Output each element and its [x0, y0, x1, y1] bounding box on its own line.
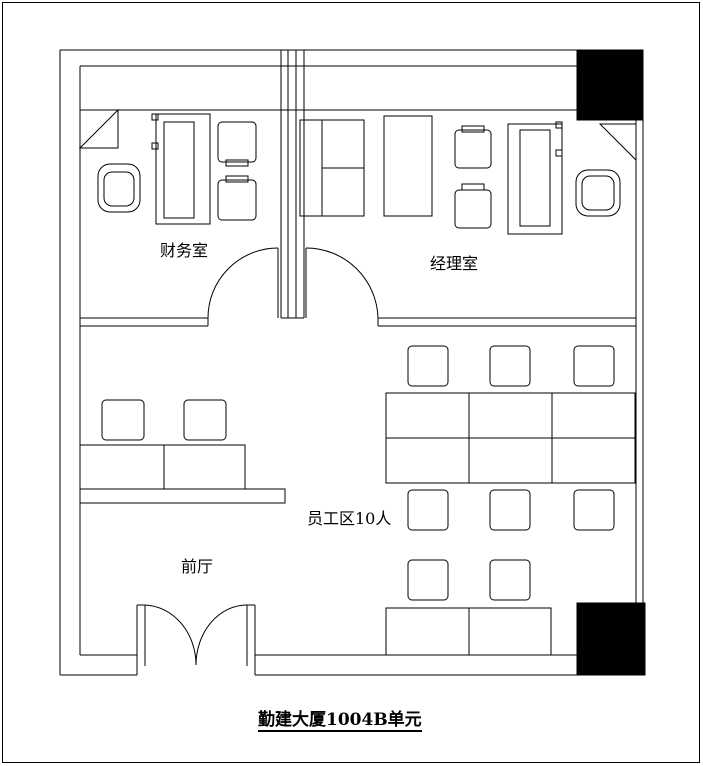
exterior-walls [59, 49, 644, 676]
staff-desks [385, 345, 636, 656]
partition-walls [80, 50, 636, 327]
drawing-title: 勤建大厦1004B单元 [258, 710, 422, 732]
manager-furniture [299, 115, 637, 235]
column-top-right [576, 49, 644, 121]
finance-furniture [78, 108, 257, 225]
column-bottom-right [576, 602, 646, 676]
lobby-workstation [79, 399, 286, 504]
room-label-manager: 经理室 [430, 254, 479, 273]
room-label-lobby: 前厅 [181, 557, 214, 576]
room-label-staff: 员工区10人 [307, 509, 392, 528]
room-label-finance: 财务室 [160, 241, 209, 260]
door-swings [137, 247, 379, 666]
